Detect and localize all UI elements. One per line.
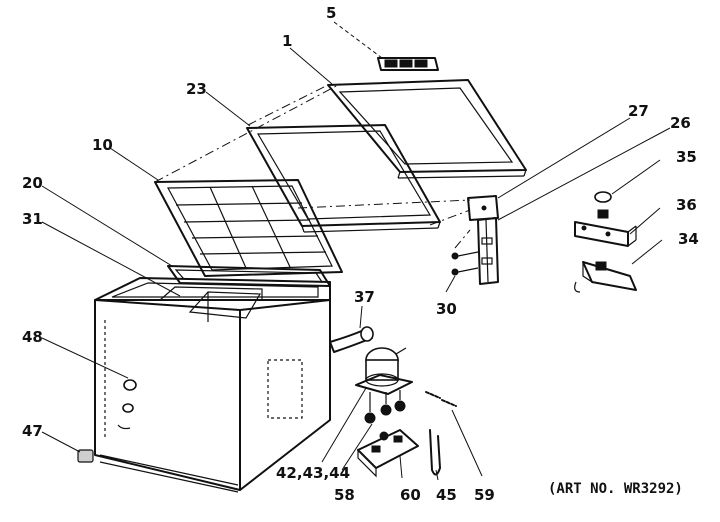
cabinet <box>94 277 331 493</box>
callout-26: 26 <box>670 114 691 132</box>
callout-27: 27 <box>628 102 649 120</box>
callout-47: 47 <box>22 422 43 440</box>
part-30-screws <box>451 251 479 276</box>
part-48-thermostat <box>41 337 137 430</box>
callout-59: 59 <box>474 486 495 504</box>
callout-60: 60 <box>400 486 421 504</box>
callout-36: 36 <box>676 196 697 214</box>
part-27-hinge <box>467 195 499 285</box>
part-34-base <box>574 261 637 293</box>
part-60-base-plate <box>357 429 419 479</box>
part-35-bumper <box>594 191 612 219</box>
part-37-grommet <box>329 326 374 353</box>
callout-35: 35 <box>676 148 697 166</box>
callout-20: 20 <box>22 174 43 192</box>
callout-58: 58 <box>334 486 355 504</box>
part-45-clip <box>429 429 441 481</box>
callout-30: 30 <box>436 300 457 318</box>
callout-34: 34 <box>678 230 699 248</box>
callout-10: 10 <box>92 136 113 154</box>
callout-42-43-44: 42,43,44 <box>276 464 351 482</box>
callout-5: 5 <box>326 4 337 22</box>
leader-lines <box>41 21 671 329</box>
part-1-lid <box>327 79 527 179</box>
callout-45: 45 <box>436 486 457 504</box>
callout-23: 23 <box>186 80 207 98</box>
part-59-pins <box>425 391 483 477</box>
callout-1: 1 <box>282 32 293 50</box>
callout-31: 31 <box>22 210 43 228</box>
part-47-knob <box>41 431 94 463</box>
callout-48: 48 <box>22 328 43 346</box>
part-23-lid-liner <box>246 124 441 233</box>
part-58-mounts <box>341 390 406 471</box>
part-20-gasket <box>167 265 331 287</box>
art-number: (ART NO. WR3292) <box>548 481 683 497</box>
part-5-trim <box>377 57 439 71</box>
part-10-lid-panel <box>154 179 343 277</box>
callout-37: 37 <box>354 288 375 306</box>
part-36-bracket <box>574 221 637 247</box>
part-42-compressor <box>321 347 413 463</box>
